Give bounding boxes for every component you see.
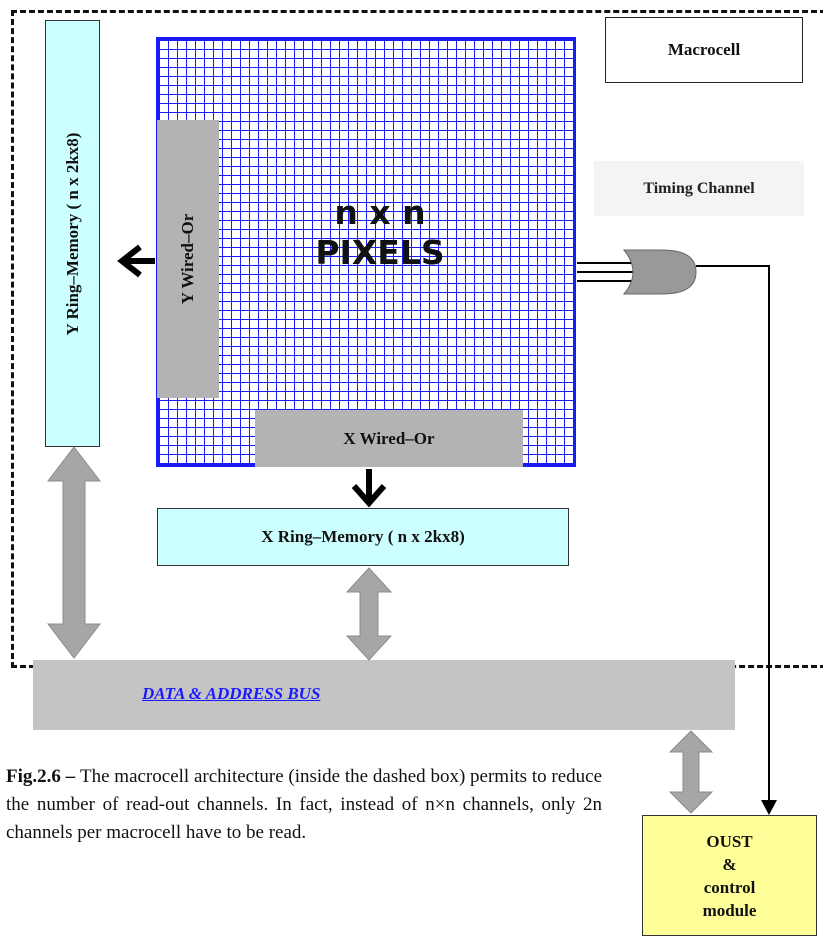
arrow-left-icon xyxy=(117,244,155,278)
x-wired-or-block: X Wired–Or xyxy=(255,410,523,467)
caption-dash: – xyxy=(60,766,80,787)
timing-arrow-head-icon xyxy=(761,800,777,815)
bus-label: DATA & ADDRESS BUS xyxy=(142,684,321,703)
x-ring-memory-block: X Ring–Memory ( n x 2kx8) xyxy=(157,508,569,566)
caption-text: The macrocell architecture (inside the d… xyxy=(6,766,603,843)
oust-line3: control xyxy=(703,877,756,897)
timing-channel-label: Timing Channel xyxy=(594,161,804,216)
pixels-label-line1: n x n xyxy=(334,193,426,232)
oust-line2: & xyxy=(722,854,737,874)
or-gate-icon xyxy=(577,249,697,295)
y-wired-or-block: Y Wired–Or xyxy=(157,120,219,398)
y-ring-memory-block: Y Ring–Memory ( n x 2kx8) xyxy=(45,20,100,447)
pixels-label: n x n PIXELS xyxy=(280,193,480,273)
oust-line4: module xyxy=(702,900,757,920)
oust-control-module: OUST & control module xyxy=(642,815,817,936)
caption-figure-number: Fig.2.6 xyxy=(6,766,61,787)
timing-signal-line xyxy=(696,265,770,808)
double-arrow-x-memory-bus xyxy=(345,567,393,661)
arrow-down-icon xyxy=(351,469,387,508)
data-address-bus xyxy=(33,660,735,730)
pixels-label-line2: PIXELS xyxy=(315,233,445,272)
figure-caption: Fig.2.6 – The macrocell architecture (in… xyxy=(6,763,602,847)
macrocell-label: Macrocell xyxy=(605,17,803,83)
oust-line1: OUST xyxy=(706,831,753,851)
double-arrow-y-memory-bus xyxy=(46,446,102,659)
double-arrow-bus-oust xyxy=(668,730,714,814)
